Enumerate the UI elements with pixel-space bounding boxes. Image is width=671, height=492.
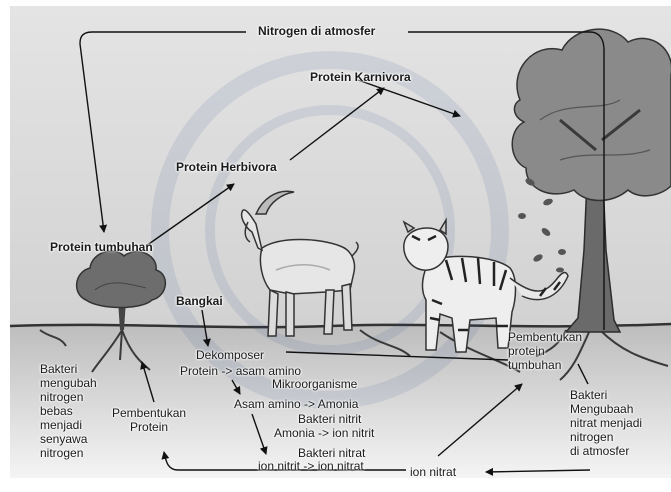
label-bakteri-mengubah-nitrogen: Bakteri mengubah nitrogen bebas menjadi … [40, 362, 97, 460]
label-bakteri-nitrit: Bakteri nitrit [298, 412, 361, 426]
label-amonia-ion-nitrit: Amonia -> ion nitrit [274, 426, 374, 440]
label-bangkai: Bangkai [176, 294, 223, 308]
label-pembentukan-protein: Pembentukan Protein [112, 406, 186, 434]
label-dekomposer: Dekomposer [196, 348, 264, 362]
label-protein-karnivora: Protein Karnivora [310, 70, 411, 84]
label-bakteri-nitrat: Bakteri nitrat [298, 446, 365, 460]
label-ion-nitrat: ion nitrat [410, 465, 456, 479]
label-mikroorganisme: Mikroorganisme [272, 377, 357, 391]
label-protein-tumbuhan: Protein tumbuhan [50, 240, 153, 254]
label-nitrogen-atmosfer: Nitrogen di atmosfer [258, 24, 375, 38]
label-protein-herbivora: Protein Herbivora [176, 160, 277, 174]
label-pembentukan-protein-tumbuhan: Pembentukan protein tumbuhan [508, 330, 582, 372]
label-asam-amino-amonia: Asam amino -> Amonia [234, 397, 358, 411]
label-ion-nitrit-nitrat: ion nitrit -> ion nitrat [258, 459, 364, 473]
label-bakteri-nitrat-atmosfer: Bakteri Mengubaah nitrat menjadi nitroge… [570, 388, 642, 458]
label-protein-asam-amino: Protein -> asam amino [180, 364, 301, 378]
